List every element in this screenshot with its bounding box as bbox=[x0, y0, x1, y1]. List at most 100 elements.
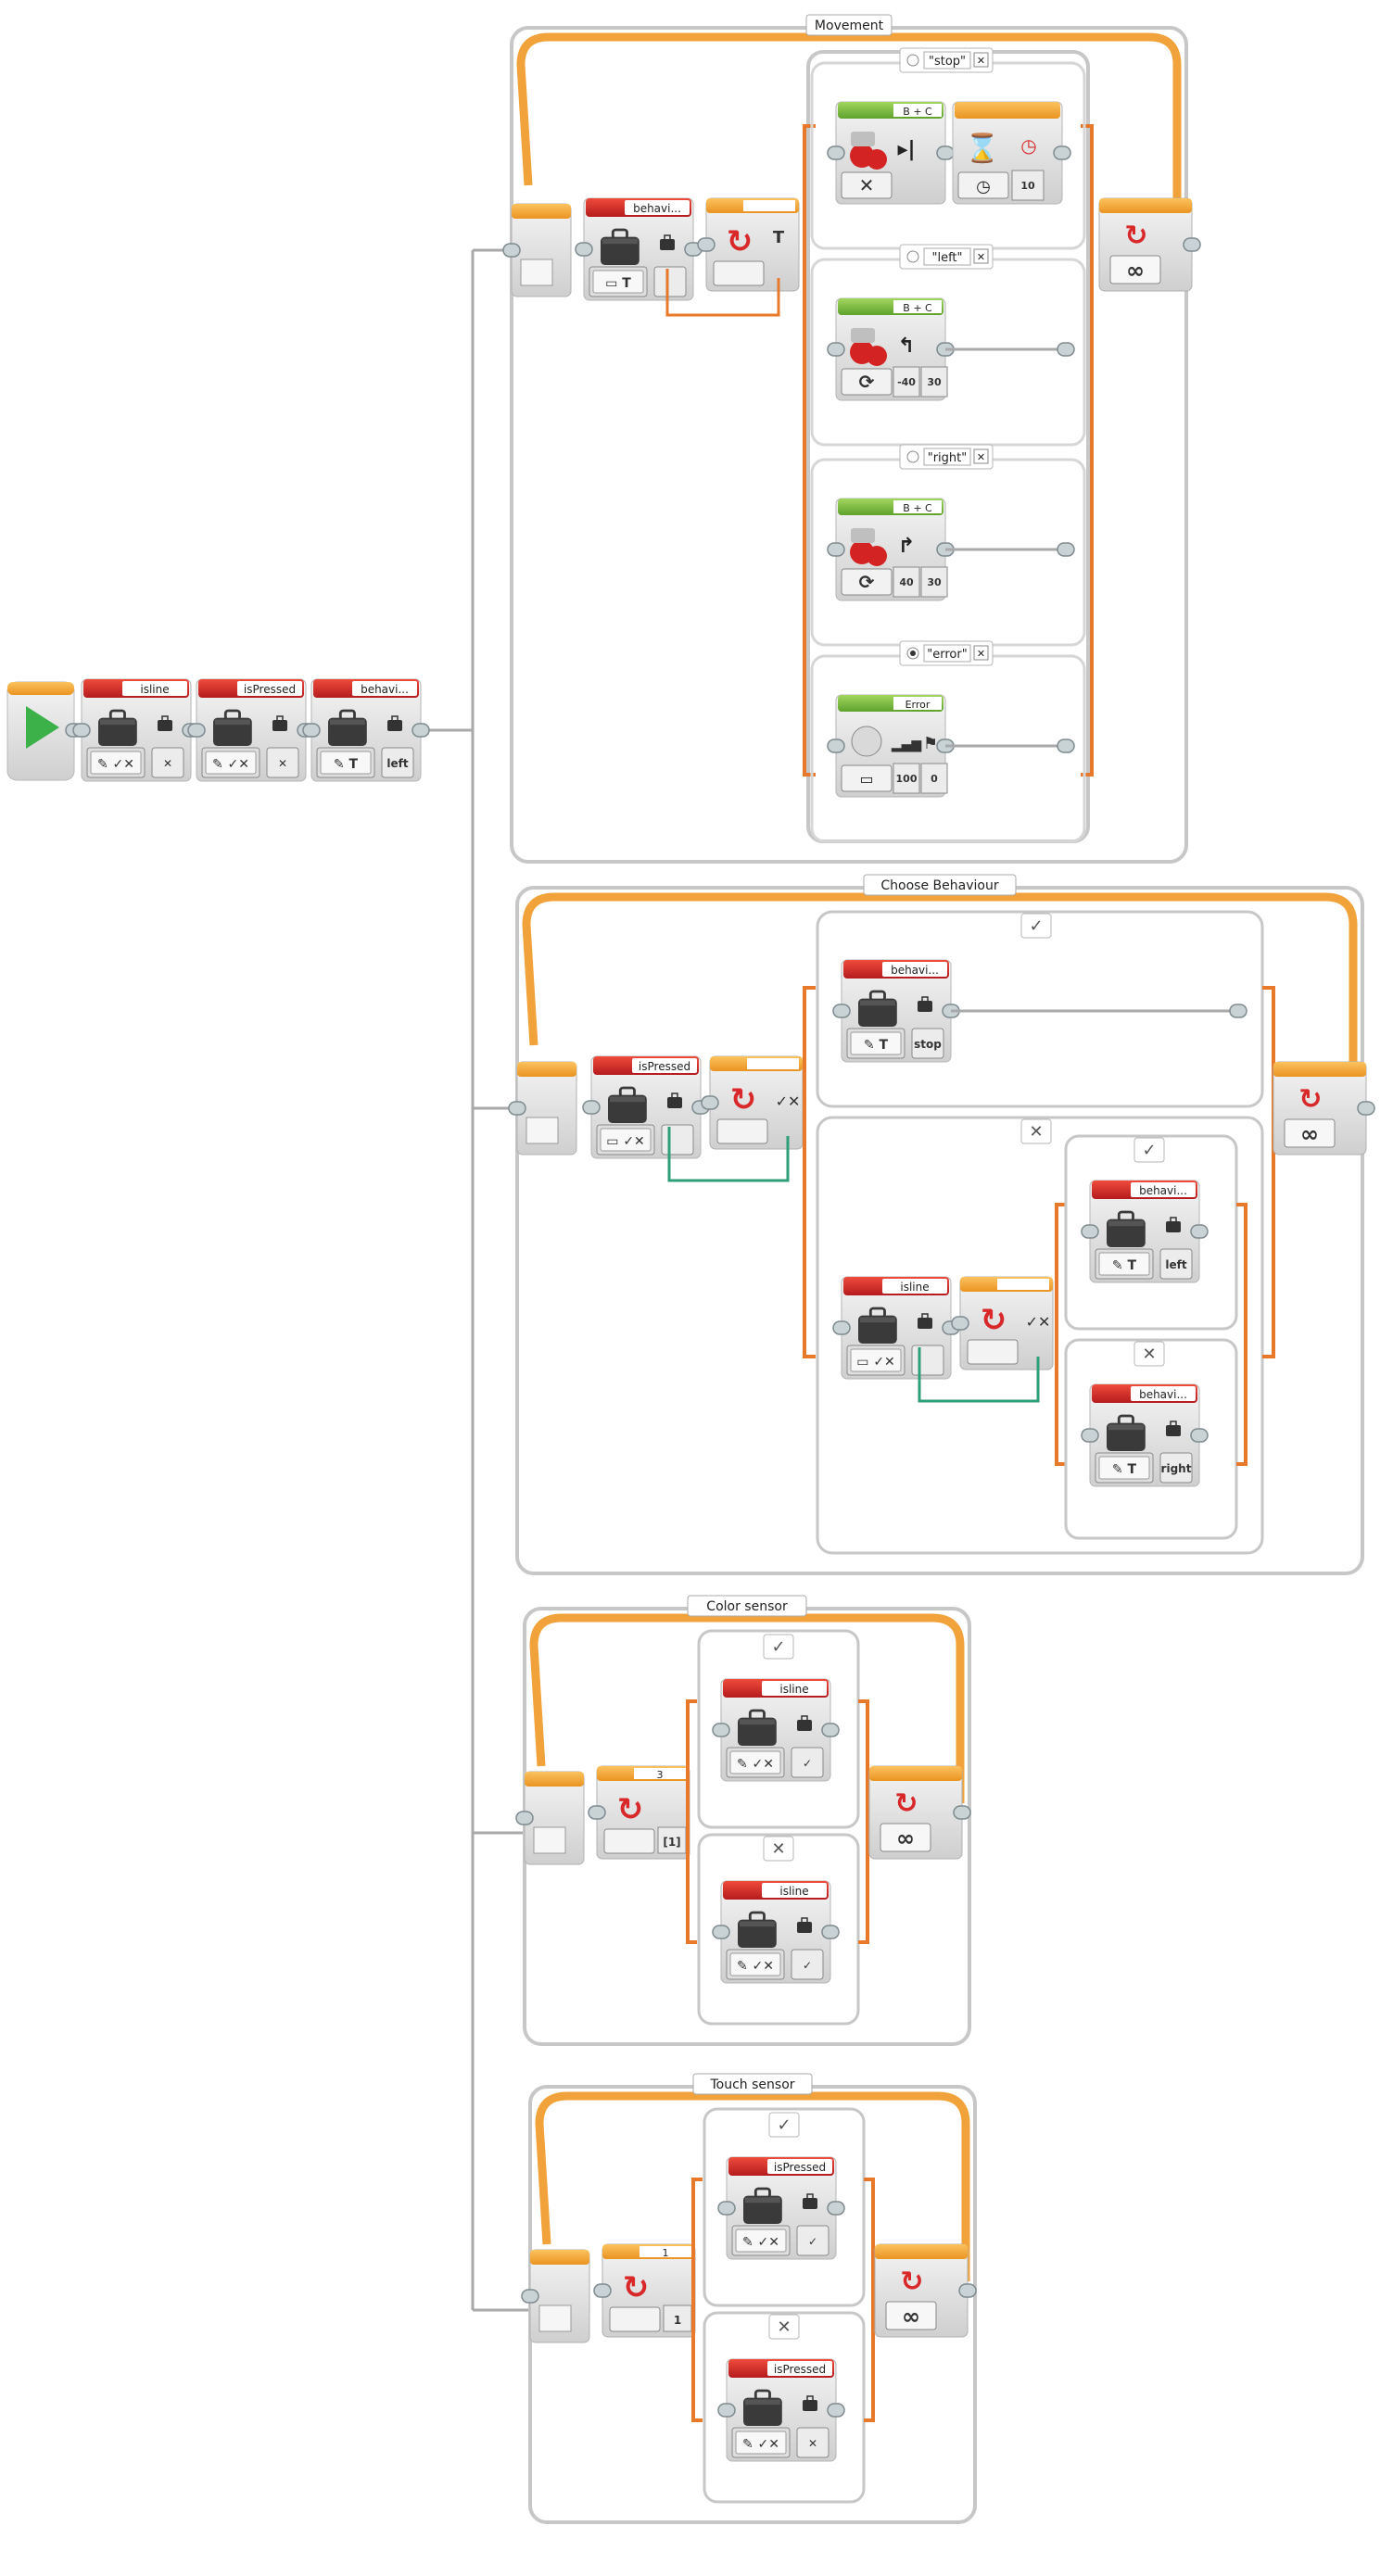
loop-end-block[interactable]: ↻∞ bbox=[874, 2243, 977, 2338]
loop-end-block[interactable]: ↻∞ bbox=[1098, 197, 1201, 292]
sequence-port[interactable] bbox=[717, 2403, 736, 2418]
sequence-port[interactable] bbox=[521, 2289, 539, 2304]
write-touch-sensor-loop-true-block[interactable]: isPressed✎ ✓✕✓ bbox=[717, 2156, 845, 2260]
sequence-port[interactable] bbox=[827, 145, 845, 160]
sequence-port[interactable] bbox=[302, 723, 321, 738]
sequence-port[interactable] bbox=[827, 2201, 845, 2216]
read-behaviour-block[interactable]: behavi...▭ T bbox=[575, 197, 703, 301]
case-tab-3[interactable]: "error"✕ bbox=[899, 640, 994, 666]
sequence-port[interactable] bbox=[827, 739, 845, 753]
sequence-port[interactable] bbox=[1357, 1101, 1375, 1116]
wait-block[interactable]: ⌛◷◷10 bbox=[952, 101, 1071, 205]
write-touch-sensor-loop-false-block[interactable]: isPressed✎ ✓✕✕ bbox=[717, 2358, 845, 2462]
loop-start-block[interactable] bbox=[508, 1061, 577, 1155]
loop-start-block[interactable] bbox=[502, 203, 572, 297]
mode-selector-icon[interactable] bbox=[1098, 1456, 1150, 1480]
motor-mode-selector[interactable] bbox=[841, 568, 893, 596]
mode-selector-icon[interactable] bbox=[1098, 1252, 1150, 1276]
sound-mode-selector[interactable] bbox=[841, 764, 893, 792]
remove-case-icon[interactable] bbox=[973, 248, 989, 264]
switch-mode-selector[interactable] bbox=[609, 2306, 661, 2332]
sequence-port[interactable] bbox=[827, 342, 845, 357]
sequence-port[interactable] bbox=[72, 723, 91, 738]
sequence-port[interactable] bbox=[1229, 1004, 1247, 1018]
case-tab-1[interactable]: "left"✕ bbox=[899, 244, 994, 270]
sequence-port[interactable] bbox=[827, 2403, 845, 2418]
sequence-port[interactable] bbox=[697, 237, 715, 252]
sequence-port[interactable] bbox=[701, 1095, 719, 1110]
mode-selector-icon[interactable] bbox=[592, 270, 644, 294]
switch-mode-selector[interactable] bbox=[716, 1118, 768, 1144]
sequence-port[interactable] bbox=[575, 242, 593, 257]
loop-mode-selector[interactable] bbox=[880, 1823, 931, 1852]
default-case-radio[interactable] bbox=[906, 450, 919, 463]
case-tab-true[interactable]: ✓ bbox=[1020, 913, 1052, 939]
sequence-port[interactable] bbox=[1190, 1224, 1209, 1239]
mode-selector-icon[interactable] bbox=[729, 1750, 781, 1774]
sequence-port[interactable] bbox=[936, 145, 955, 160]
sequence-port[interactable] bbox=[1081, 1428, 1099, 1443]
write-color-sensor-loop-true-block[interactable]: isline✎ ✓✕✓ bbox=[712, 1678, 840, 1782]
sequence-port[interactable] bbox=[187, 723, 206, 738]
sequence-port[interactable] bbox=[717, 2201, 736, 2216]
mode-selector-icon[interactable] bbox=[735, 2229, 787, 2253]
motor-mode-selector[interactable] bbox=[841, 171, 893, 199]
default-case-radio[interactable] bbox=[906, 250, 919, 263]
switch-mode-selector[interactable] bbox=[967, 1339, 1019, 1365]
mode-selector-icon[interactable] bbox=[600, 1128, 652, 1152]
sequence-port[interactable] bbox=[582, 1100, 601, 1115]
read-isline-block[interactable]: isline▭ ✓✕ bbox=[832, 1276, 960, 1380]
sequence-port[interactable] bbox=[1057, 542, 1075, 557]
mode-selector-icon[interactable] bbox=[90, 751, 142, 775]
loop-start-block[interactable] bbox=[521, 2249, 590, 2343]
sequence-port[interactable] bbox=[508, 1101, 526, 1116]
start-block[interactable] bbox=[6, 681, 75, 781]
case-tab-true[interactable]: ✓ bbox=[768, 2112, 800, 2138]
sequence-port[interactable] bbox=[827, 542, 845, 557]
loop-mode-selector[interactable] bbox=[1109, 255, 1161, 284]
loop-mode-selector[interactable] bbox=[885, 2301, 937, 2330]
remove-case-icon[interactable] bbox=[973, 448, 989, 464]
case-tab-false[interactable]: ✕ bbox=[1020, 1118, 1052, 1144]
case-tab-2[interactable]: "right"✕ bbox=[899, 444, 994, 470]
sequence-port[interactable] bbox=[958, 2283, 977, 2298]
case-tab-true[interactable]: ✓ bbox=[763, 1634, 794, 1660]
sequence-port[interactable] bbox=[502, 243, 521, 258]
nested-case-tab-false[interactable]: ✕ bbox=[1133, 1341, 1165, 1367]
move-block-case-0[interactable]: B + C▸|✕ bbox=[827, 101, 955, 205]
case-tab-false[interactable]: ✕ bbox=[768, 2314, 800, 2340]
sequence-port[interactable] bbox=[1053, 145, 1071, 160]
sequence-port[interactable] bbox=[1190, 1428, 1209, 1443]
sequence-port[interactable] bbox=[588, 1805, 606, 1820]
switch-mode-selector[interactable] bbox=[603, 1828, 655, 1854]
motor-mode-selector[interactable] bbox=[841, 368, 893, 396]
sequence-port[interactable] bbox=[1081, 1224, 1099, 1239]
write-color-sensor-loop-false-block[interactable]: isline✎ ✓✕✓ bbox=[712, 1880, 840, 1984]
sequence-port[interactable] bbox=[832, 1320, 851, 1335]
default-case-radio[interactable] bbox=[906, 54, 919, 67]
sensor-switch-block[interactable]: 1↻1 bbox=[593, 2243, 696, 2338]
sequence-port[interactable] bbox=[412, 723, 430, 738]
mode-selector-icon[interactable] bbox=[320, 751, 372, 775]
loop-mode-selector[interactable] bbox=[1284, 1118, 1336, 1148]
sensor-switch-block[interactable]: 3↻[1] bbox=[588, 1765, 690, 1860]
loop-start-block[interactable] bbox=[515, 1771, 585, 1865]
start-variable-block-0[interactable]: isline✎ ✓✕✕ bbox=[72, 678, 200, 782]
remove-case-icon[interactable] bbox=[973, 645, 989, 661]
mode-selector-icon[interactable] bbox=[205, 751, 257, 775]
sequence-port[interactable] bbox=[821, 1723, 840, 1737]
text-switch-block[interactable]: ↻ bbox=[697, 197, 800, 292]
case-tab-0[interactable]: "stop"✕ bbox=[899, 47, 994, 73]
read-ispressed-block[interactable]: isPressed▭ ✓✕ bbox=[582, 1055, 710, 1159]
start-variable-block-1[interactable]: isPressed✎ ✓✕✕ bbox=[187, 678, 315, 782]
loop-end-block[interactable]: ↻∞ bbox=[868, 1765, 971, 1860]
mode-selector-icon[interactable] bbox=[729, 1952, 781, 1976]
remove-case-icon[interactable] bbox=[973, 52, 989, 68]
